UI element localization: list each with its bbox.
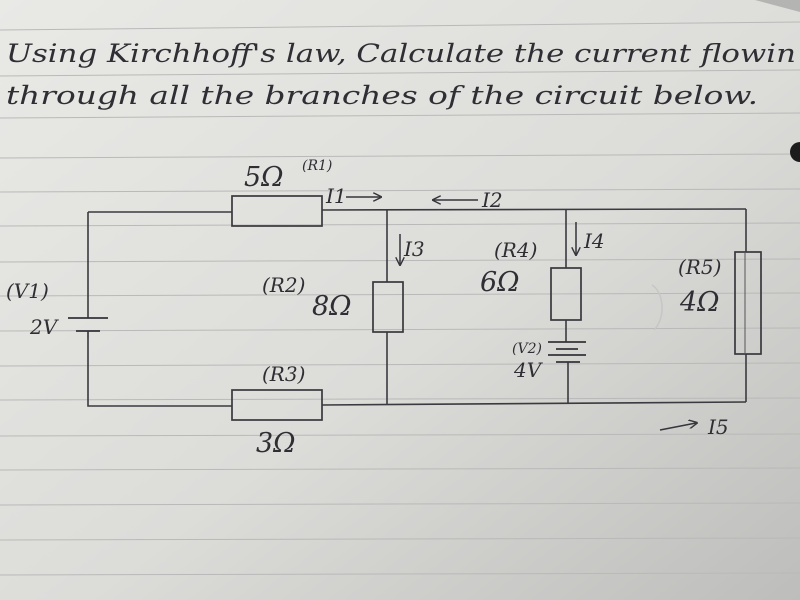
battery-v1 — [68, 317, 108, 338]
question-line-2: through all the branches of the circuit … — [6, 81, 758, 110]
i3-label: I3 — [403, 237, 425, 261]
current-i4: I4 — [576, 222, 605, 254]
current-i3: I3 — [400, 234, 425, 264]
resistor-r1 — [231, 195, 323, 227]
loop-mark — [651, 284, 663, 331]
r5-name: (R5) — [678, 255, 721, 279]
v2-value: 4V — [513, 358, 544, 382]
i1-label: I1 — [325, 184, 347, 208]
current-i1: I1 — [325, 184, 380, 208]
v1-name: (V1) — [6, 279, 49, 303]
ruled-lines — [0, 21, 800, 576]
i5-arrow — [659, 423, 696, 431]
current-i2: I2 — [434, 188, 503, 212]
i5-label: I5 — [707, 415, 729, 439]
resistor-r2 — [372, 281, 404, 333]
resistor-r3 — [231, 389, 323, 421]
r1-name: (R1) — [302, 158, 332, 174]
current-i5: I5 — [659, 415, 729, 439]
v2-name: (V2) — [512, 341, 542, 357]
r2-value: 8Ω — [312, 291, 352, 322]
i4-label: I4 — [583, 229, 605, 253]
r3-value: 3Ω — [256, 428, 296, 459]
v1-value: 2V — [29, 315, 60, 339]
battery-v2 — [548, 341, 586, 363]
i2-label: I2 — [481, 188, 503, 212]
circuit-wires — [87, 208, 747, 407]
r1-value: 5Ω — [244, 162, 284, 193]
r4-value: 6Ω — [480, 267, 520, 298]
r2-name: (R2) — [262, 273, 305, 297]
r5-value: 4Ω — [679, 287, 720, 318]
r4-name: (R4) — [494, 238, 537, 262]
r3-name: (R3) — [262, 362, 305, 386]
binder-hole — [790, 142, 800, 162]
resistor-r5 — [734, 251, 762, 355]
resistor-r4 — [550, 267, 582, 321]
question-line-1: Using Kirchhoff's law, Calculate the cur… — [6, 39, 796, 68]
